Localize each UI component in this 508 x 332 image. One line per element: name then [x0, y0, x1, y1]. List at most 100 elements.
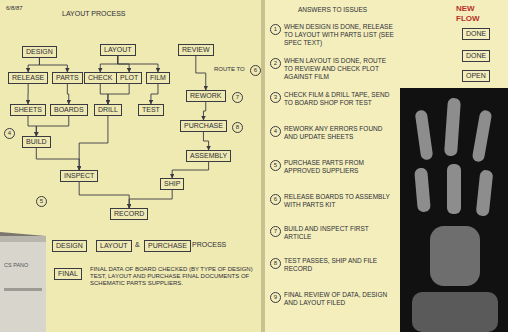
- box-label: DRILL: [98, 106, 118, 114]
- box-label: SHEETS: [14, 106, 42, 114]
- process-box: FINAL: [54, 268, 82, 280]
- note-text: &: [135, 241, 140, 249]
- process-box: DRILL: [94, 104, 122, 116]
- flow-arrow: [39, 58, 67, 72]
- box-label: DONE: [466, 52, 486, 60]
- callout-number: 8: [232, 122, 243, 133]
- box-label: LAYOUT: [100, 242, 128, 250]
- box-label: REWORK: [190, 92, 222, 100]
- note-text: RELEASE BOARDS TO ASSEMBLY WITH PARTS KI…: [284, 193, 394, 209]
- note-text: CS PANO: [4, 262, 28, 269]
- box-label: LAYOUT: [104, 46, 132, 54]
- box-label: FILM: [150, 74, 166, 82]
- process-box: SHIP: [160, 178, 184, 190]
- note-text: CHECK FILM & DRILL TAPE, SEND TO BOARD S…: [284, 91, 394, 107]
- device-slot: [4, 288, 42, 291]
- process-box: DONE: [462, 50, 490, 62]
- right-page: [264, 0, 508, 332]
- note-text: REWORK ANY ERRORS FOUND AND UPDATE SHEET…: [284, 125, 394, 141]
- flow-arrow: [118, 56, 158, 72]
- box-label: PLOT: [120, 74, 138, 82]
- xray-film: [400, 88, 508, 332]
- flow-arrow: [28, 116, 36, 136]
- callout-number: 5: [270, 160, 281, 171]
- process-box: RECORD: [110, 208, 148, 220]
- flow-arrow: [28, 84, 29, 104]
- callout-number: 6: [270, 194, 281, 205]
- note-text: WHEN DESIGN IS DONE, RELEASE TO LAYOUT W…: [284, 23, 394, 46]
- flow-arrow: [79, 182, 129, 208]
- callout-number: 4: [270, 126, 281, 137]
- box-label: RECORD: [114, 210, 144, 218]
- flow-arrow: [129, 190, 172, 208]
- box-label: DESIGN: [26, 48, 53, 56]
- process-box: PLOT: [116, 72, 142, 84]
- box-label: CHECK: [88, 74, 113, 82]
- callout-number: 7: [232, 92, 243, 103]
- box-label: TEST: [142, 106, 160, 114]
- note-text: 6/8/87: [6, 5, 23, 12]
- left-page: [0, 0, 262, 332]
- process-box: DONE: [462, 28, 490, 40]
- flow-arrow: [28, 58, 39, 72]
- note-text: PURCHASE PARTS FROM APPROVED SUPPLIERS: [284, 159, 394, 175]
- callout-number: 4: [4, 128, 15, 139]
- box-label: BUILD: [26, 138, 47, 146]
- callout-number: 3: [270, 92, 281, 103]
- box-label: OPEN: [466, 72, 486, 80]
- spine: [261, 0, 265, 332]
- flow-arrow: [203, 132, 208, 150]
- box-label: PURCHASE: [148, 242, 187, 250]
- box-label: DESIGN: [56, 242, 83, 250]
- box-label: REVIEW: [182, 46, 210, 54]
- diagram-title: LAYOUT PROCESS: [62, 10, 126, 17]
- process-box: DESIGN: [52, 240, 87, 252]
- note-text: NEW FLOW: [456, 4, 492, 23]
- box-label: SHIP: [164, 180, 180, 188]
- note-text: BUILD AND INSPECT FIRST ARTICLE: [284, 225, 394, 241]
- box-label: PARTS: [56, 74, 79, 82]
- box-label: PURCHASE: [184, 122, 223, 130]
- box-label: ASSEMBLY: [190, 152, 227, 160]
- process-box: FILM: [146, 72, 170, 84]
- callout-number: 6: [250, 65, 261, 76]
- flow-arrow: [203, 102, 205, 120]
- flow-arrow: [100, 56, 117, 72]
- process-box: OPEN: [462, 70, 490, 82]
- xray-bones: [412, 98, 498, 332]
- device-body: [0, 236, 46, 332]
- process-box: CHECK: [84, 72, 117, 84]
- process-box: BUILD: [22, 136, 51, 148]
- note-text: TEST PASSES, SHIP AND FILE RECORD: [284, 257, 394, 273]
- box-label: DONE: [466, 30, 486, 38]
- process-box: LAYOUT: [100, 44, 136, 56]
- process-box: BOARDS: [50, 104, 88, 116]
- flow-arrow: [36, 148, 79, 170]
- process-box: TEST: [138, 104, 164, 116]
- flow-arrow: [79, 116, 108, 170]
- process-box: DESIGN: [22, 46, 57, 58]
- flow-arrow: [151, 84, 158, 104]
- flow-arrow: [36, 116, 68, 136]
- device-top: [0, 236, 46, 242]
- note-text: FINAL DATA OF BOARD CHECKED (BY TYPE OF …: [90, 266, 256, 288]
- note-text: ROUTE TO: [214, 66, 245, 73]
- callout-number: 2: [270, 58, 281, 69]
- note-text: WHEN LAYOUT IS DONE, ROUTE TO REVIEW AND…: [284, 57, 394, 80]
- box-label: BOARDS: [54, 106, 84, 114]
- box-label: RELEASE: [12, 74, 44, 82]
- flow-arrow: [108, 84, 129, 104]
- note-text: PROCESS: [192, 241, 226, 249]
- process-box: REVIEW: [178, 44, 214, 56]
- process-box: INSPECT: [60, 170, 98, 182]
- process-box: PURCHASE: [180, 120, 227, 132]
- callout-number: 1: [270, 24, 281, 35]
- callout-number: 5: [36, 196, 47, 207]
- box-label: INSPECT: [64, 172, 94, 180]
- flow-arrow: [100, 84, 108, 104]
- flow-arrow: [196, 56, 206, 90]
- box-label: FINAL: [58, 270, 78, 278]
- process-box: LAYOUT: [96, 240, 132, 252]
- process-box: PURCHASE: [144, 240, 191, 252]
